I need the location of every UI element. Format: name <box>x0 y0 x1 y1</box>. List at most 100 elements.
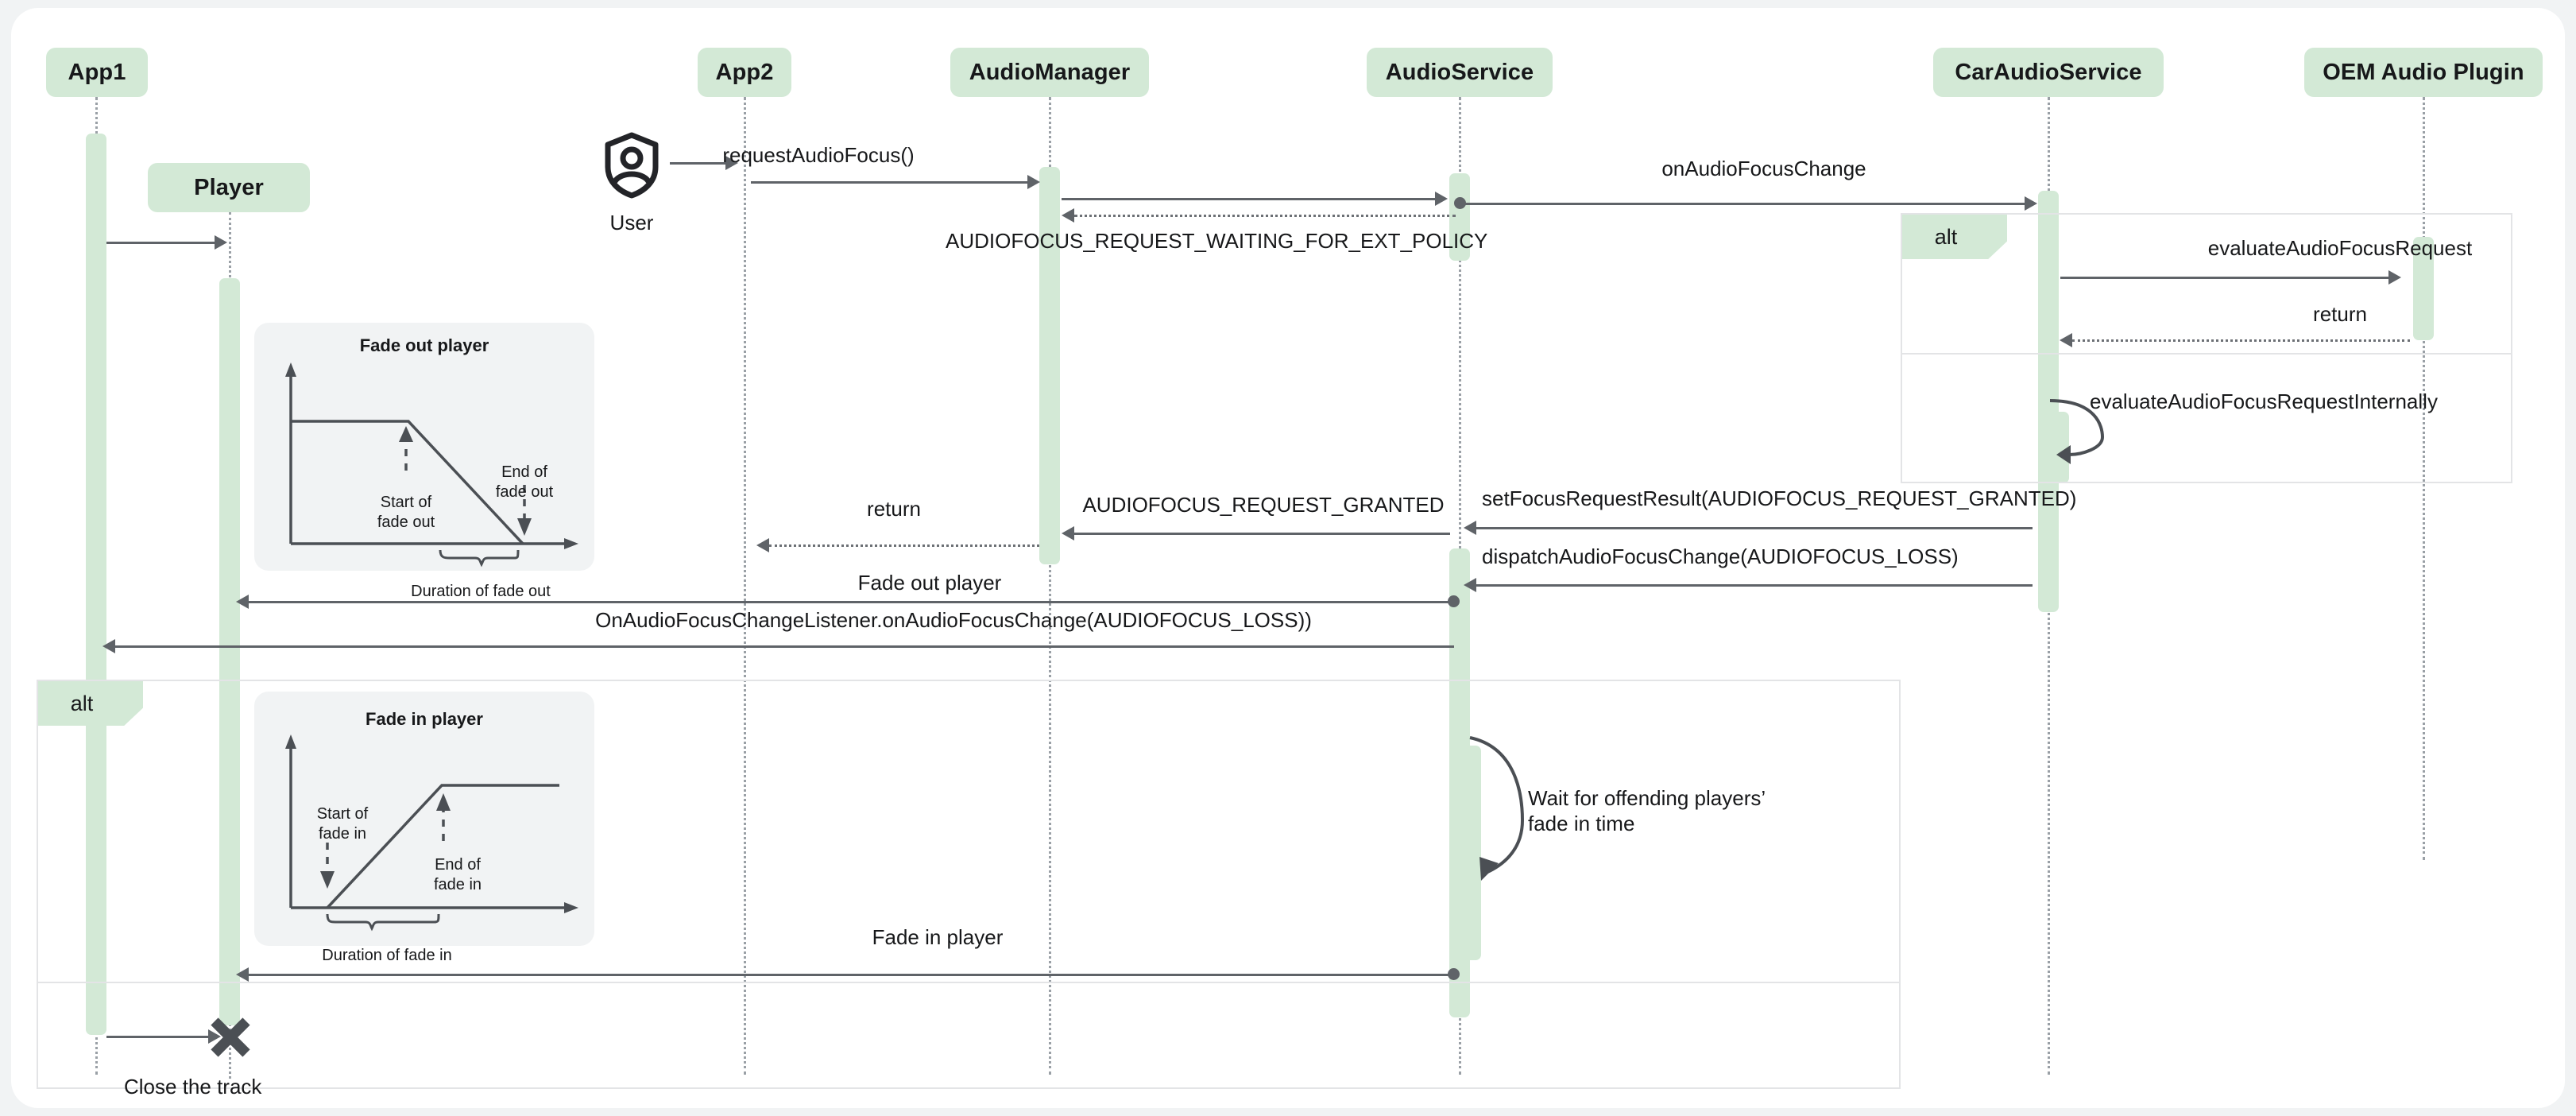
message-text: evaluateAudioFocusRequestInternally <box>2090 389 2438 413</box>
message-text: Fade out player <box>857 571 1002 595</box>
message-label-audiomanager-return: return <box>755 497 1033 521</box>
annotation-text: Start of fade out <box>377 494 435 531</box>
message-label-fade-out-player: Fade out player <box>675 571 1184 595</box>
message-audiomanager-return-arrowhead <box>756 538 769 552</box>
participant-app2[interactable]: App2 <box>698 48 791 97</box>
message-set-focus-request-result-arrowhead <box>1464 521 1476 535</box>
message-text: evaluateAudioFocusRequest <box>2207 236 2473 260</box>
fade-in-start-annotation: Start of fade in <box>283 785 402 843</box>
message-waiting-for-ext-policy-arrowhead <box>1062 208 1074 223</box>
alt-fragment-left <box>37 680 1901 1089</box>
fade-out-player-chart: Fade out player Start of fade out End of… <box>254 323 594 600</box>
actor-label: User <box>588 211 675 235</box>
message-user-to-app2-arrowhead <box>725 156 738 170</box>
fade-out-duration-annotation: Duration of fade out <box>397 563 564 602</box>
message-text: requestAudioFocus() <box>722 143 915 167</box>
annotation-text: Duration of fade in <box>322 947 452 965</box>
participant-caraudioservice[interactable]: CarAudioService <box>1933 48 2164 97</box>
message-text: AUDIOFOCUS_REQUEST_WAITING_FOR_EXT_POLIC… <box>946 229 1488 253</box>
annotation-text: Duration of fade out <box>411 583 551 601</box>
participant-app1[interactable]: App1 <box>46 48 148 97</box>
message-audiomanager-return-line <box>769 544 1039 547</box>
message-on-audio-focus-change-origin-ball <box>1454 197 1466 209</box>
message-label-audiofocus-request-granted: AUDIOFOCUS_REQUEST_GRANTED <box>1065 493 1462 517</box>
lifeline-app2 <box>744 97 746 1075</box>
message-label-oem-return: return <box>2066 302 2576 327</box>
message-dispatch-audio-focus-change-arrowhead <box>1464 578 1476 592</box>
message-waiting-for-ext-policy-line <box>1074 215 1456 217</box>
activation-caraudioservice-self <box>2048 412 2069 483</box>
message-on-audio-focus-change-listener-arrowhead <box>102 639 115 653</box>
message-label-wait-for-fade-in: Wait for offending players’ fade in time <box>1528 759 1973 837</box>
alt-fragment-left-divider <box>37 982 1901 983</box>
participant-oemplugin[interactable]: OEM Audio Plugin <box>2304 48 2543 97</box>
actor-label-text: User <box>609 211 654 234</box>
activation-player <box>219 278 240 1025</box>
message-text: return <box>2313 302 2367 326</box>
annotation-text: End of fade in <box>433 856 482 893</box>
message-text: return <box>867 497 921 521</box>
activation-audiomanager <box>1039 167 1060 564</box>
message-text: setFocusRequestResult(AUDIOFOCUS_REQUEST… <box>1482 486 2077 510</box>
alt-fragment-right-tag: alt <box>1902 215 2007 259</box>
participant-label: CarAudioService <box>1955 59 2142 85</box>
annotation-text: Start of fade in <box>316 805 369 843</box>
participant-label: App1 <box>68 59 126 85</box>
message-text: OnAudioFocusChangeListener.onAudioFocusC… <box>595 608 1312 632</box>
participant-label: OEM Audio Plugin <box>2323 59 2524 85</box>
fade-out-start-annotation: Start of fade out <box>346 474 466 532</box>
fade-out-chart-title: Fade out player <box>254 335 594 356</box>
message-audiomanager-to-audioservice-arrowhead <box>1435 192 1448 206</box>
message-user-to-app2-line <box>670 162 727 165</box>
message-text: dispatchAudioFocusChange(AUDIOFOCUS_LOSS… <box>1482 544 1959 568</box>
lifeline-oemplugin <box>2423 97 2425 860</box>
fade-in-player-chart: Fade in player Start of fade in End of f… <box>254 692 594 964</box>
alt-fragment-left-tag: alt <box>38 681 143 726</box>
message-fade-out-player-arrowhead <box>236 595 249 609</box>
alt-label: alt <box>1934 224 1958 249</box>
message-on-audio-focus-change-listener-line <box>115 645 1454 648</box>
message-app1-to-player-arrowhead <box>215 235 227 250</box>
activation-audioservice-self <box>1460 746 1481 960</box>
message-text: Wait for offending players’ fade in time <box>1528 785 1766 836</box>
destroy-x-icon <box>208 1015 253 1060</box>
message-text: onAudioFocusChange <box>1661 157 1866 180</box>
message-on-audio-focus-change-arrowhead <box>2025 196 2037 211</box>
message-evaluate-audio-focus-request-arrowhead <box>2388 270 2401 285</box>
participant-label: App2 <box>715 59 774 85</box>
message-fade-out-player-line <box>249 601 1455 603</box>
chart-title-text: Fade in player <box>366 709 483 729</box>
message-label-evaluate-audio-focus-request: evaluateAudioFocusRequest <box>2066 236 2576 261</box>
message-audiofocus-request-granted-arrowhead <box>1062 526 1074 541</box>
participant-audioservice[interactable]: AudioService <box>1367 48 1553 97</box>
message-oem-return-line <box>2072 339 2410 342</box>
message-close-the-track-arrowhead <box>208 1029 221 1044</box>
fade-in-duration-annotation: Duration of fade in <box>304 927 470 966</box>
message-close-the-track-line <box>106 1036 210 1038</box>
message-label-on-audio-focus-change: onAudioFocusChange <box>1486 157 2042 181</box>
message-request-audio-focus-line <box>751 181 1029 184</box>
message-label-on-audio-focus-change-listener: OnAudioFocusChangeListener.onAudioFocusC… <box>397 608 1510 633</box>
message-label-close-the-track: Close the track <box>124 1048 331 1099</box>
message-label-waiting-for-ext-policy: AUDIOFOCUS_REQUEST_WAITING_FOR_EXT_POLIC… <box>946 229 1740 254</box>
shield-user-icon <box>604 132 659 199</box>
activation-audioservice-1 <box>1449 173 1470 261</box>
message-text: Fade in player <box>872 925 1004 949</box>
participant-audiomanager[interactable]: AudioManager <box>950 48 1149 97</box>
fade-in-end-annotation: End of fade in <box>402 836 513 894</box>
message-request-audio-focus-arrowhead <box>1027 175 1040 189</box>
activation-oemplugin <box>2413 237 2434 340</box>
alt-fragment-right <box>1901 213 2512 483</box>
message-oem-return-arrowhead <box>2060 333 2072 347</box>
lifeline-audiomanager <box>1049 97 1051 1075</box>
message-evaluate-internally-loop <box>2047 396 2134 467</box>
message-on-audio-focus-change-line <box>1462 203 2030 205</box>
fade-in-chart-title: Fade in player <box>254 709 594 730</box>
alt-label: alt <box>70 691 94 715</box>
annotation-text: End of fade out <box>495 463 554 501</box>
message-text: AUDIOFOCUS_REQUEST_GRANTED <box>1082 493 1445 517</box>
message-text: Close the track <box>124 1074 262 1099</box>
participant-player[interactable]: Player <box>148 163 310 212</box>
activation-app1 <box>86 134 106 1035</box>
